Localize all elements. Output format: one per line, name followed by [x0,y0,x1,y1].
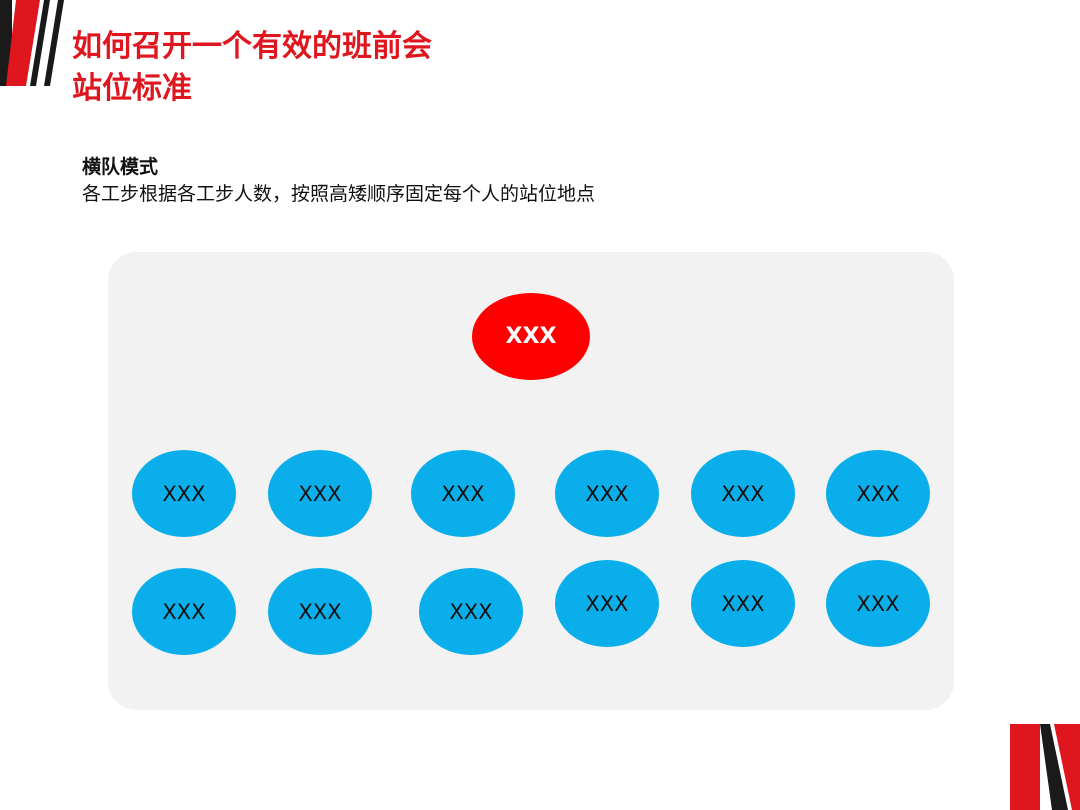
mode-description: 各工步根据各工步人数，按照高矮顺序固定每个人的站位地点 [82,183,596,205]
member-node: XXX [268,568,372,655]
title-line-2: 站位标准 [72,71,192,106]
member-node: XXX [411,450,515,537]
member-node: XXX [826,450,930,537]
mode-heading: 横队模式 [82,156,159,178]
member-node: XXX [555,450,659,537]
member-node: XXX [132,450,236,537]
member-node: XXX [268,450,372,537]
member-node: XXX [132,568,236,655]
page-title: 如何召开一个有效的班前会 站位标准 [72,26,432,110]
leader-node: XXX [472,293,590,380]
member-node: XXX [691,450,795,537]
member-node: XXX [691,560,795,647]
corner-stripes-bottom-right [1010,724,1080,810]
member-node: XXX [826,560,930,647]
intro-text: 横队模式 各工步根据各工步人数，按照高矮顺序固定每个人的站位地点 [82,154,595,208]
member-node: XXX [419,568,523,655]
corner-stripes-top-left [0,0,64,86]
member-node: XXX [555,560,659,647]
title-line-1: 如何召开一个有效的班前会 [72,29,432,64]
